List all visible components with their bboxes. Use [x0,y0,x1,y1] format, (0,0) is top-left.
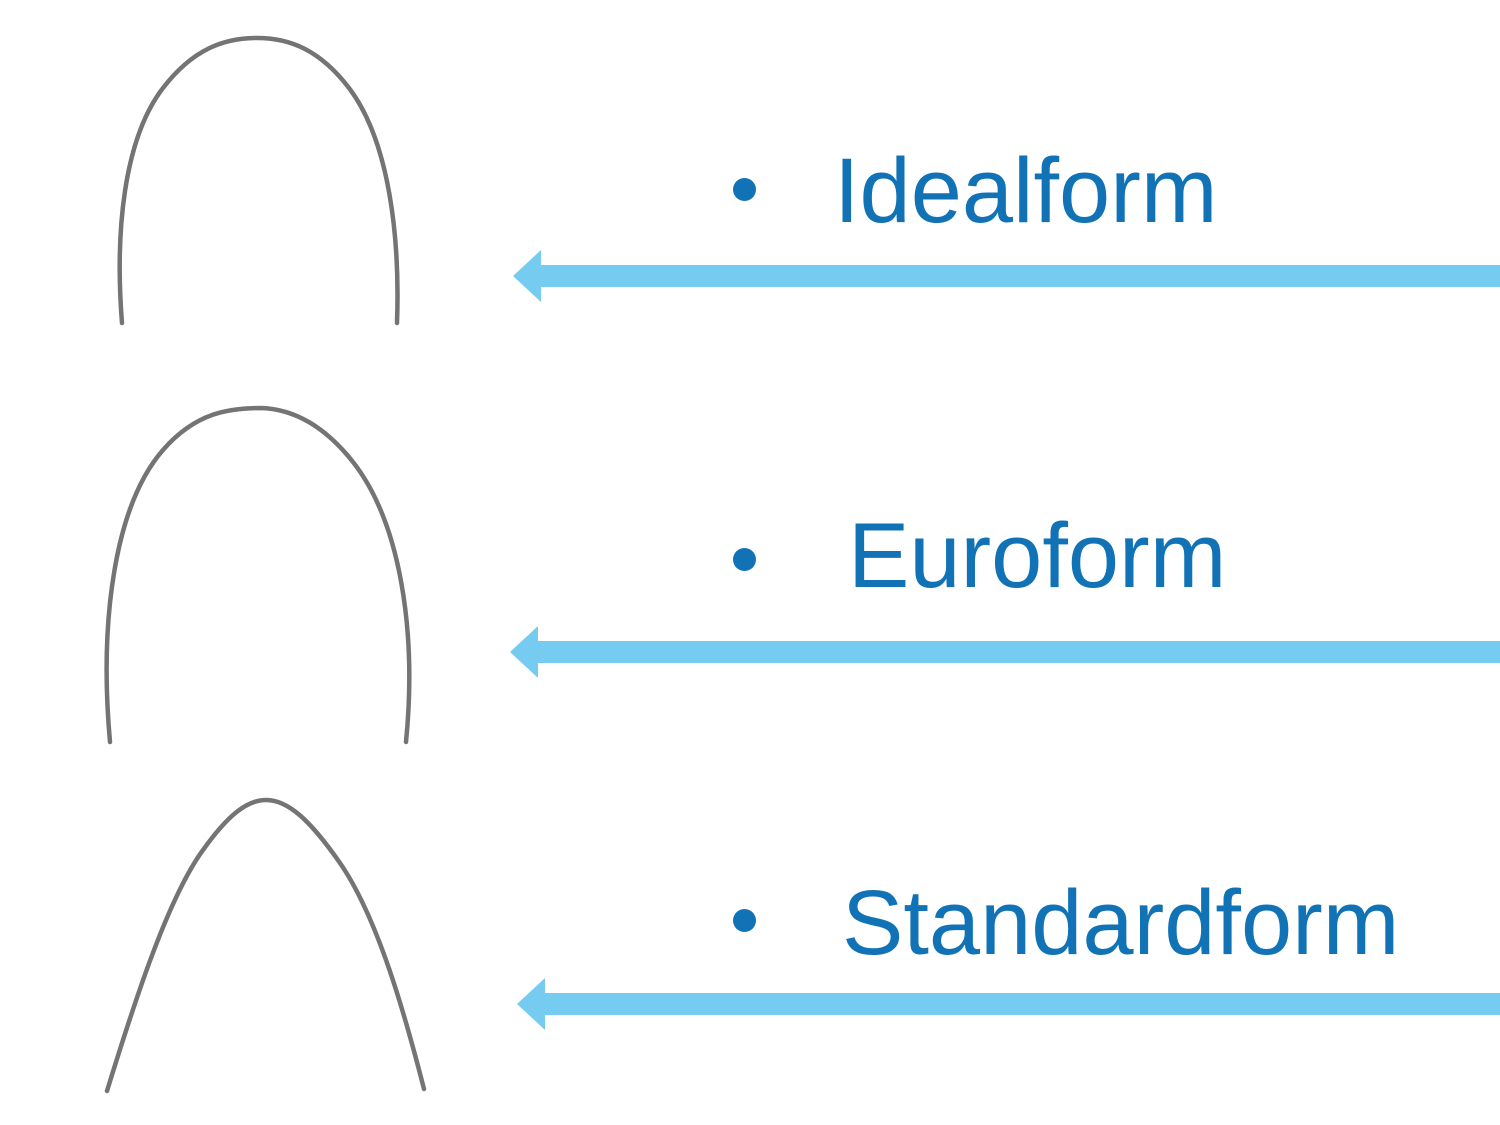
bullet-dot-icon [733,178,756,201]
euro-archform-wire-image [104,405,412,745]
bullet-dot-icon [733,909,756,932]
list-item-label-euroform: Euroform [848,505,1227,607]
standard-archform-wire-image [104,797,427,1094]
list-item-label-idealform: Idealform [834,140,1218,242]
bullet-dot-icon [733,548,756,571]
left-arrow-icon [513,250,1500,302]
left-arrow-icon [517,978,1500,1030]
left-arrow-icon [510,626,1500,678]
ideal-archform-wire-image [117,35,400,326]
list-item-label-standardform: Standardform [842,872,1400,974]
